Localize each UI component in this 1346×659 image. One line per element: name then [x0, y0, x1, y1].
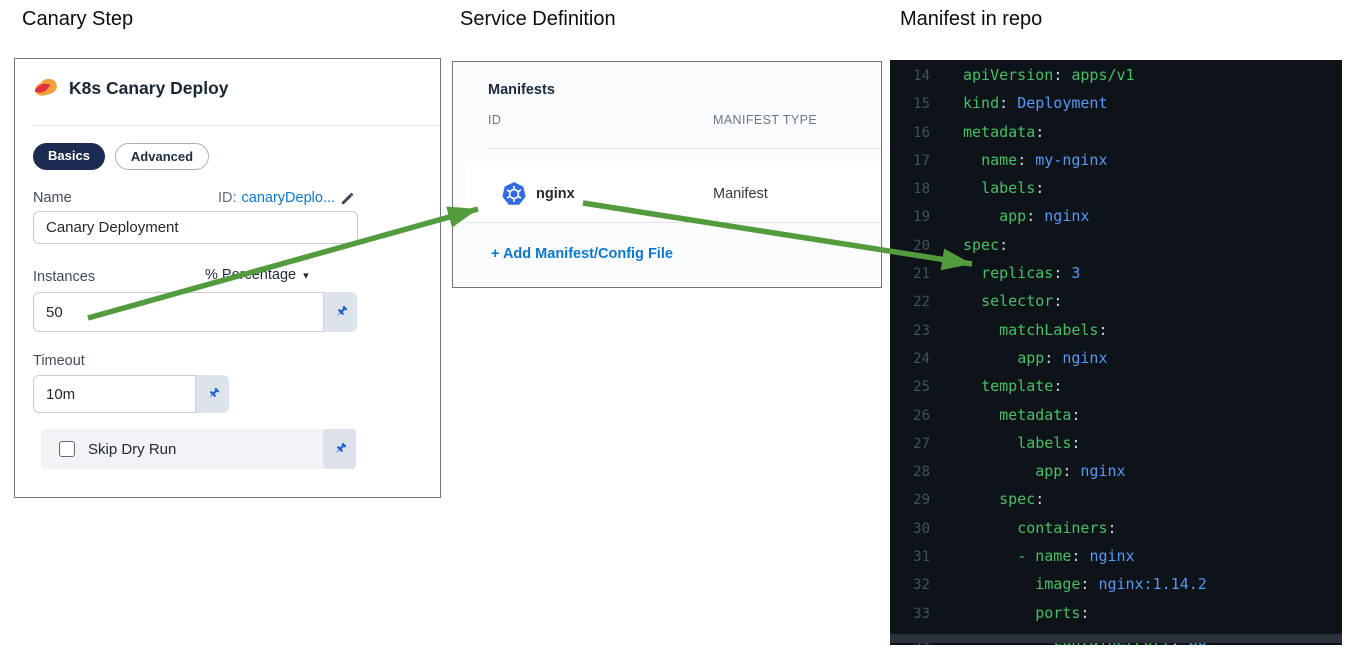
pencil-edit-icon[interactable]: [340, 191, 355, 206]
canary-step-panel: K8s Canary Deploy Basics Advanced Name I…: [14, 58, 441, 498]
instances-input[interactable]: [33, 292, 324, 332]
line-number: 15: [913, 96, 930, 113]
canary-step-title: Canary Step: [22, 8, 134, 30]
line-number: 22: [913, 294, 930, 311]
code-line: 28 app: nginx: [890, 458, 1342, 486]
kubernetes-icon: [502, 182, 526, 205]
line-number: 27: [913, 435, 930, 452]
line-number: 20: [913, 237, 930, 254]
column-header-manifest-type: MANIFEST TYPE: [713, 113, 818, 127]
timeout-runtime-pin-button[interactable]: [196, 375, 229, 413]
table-header-divider: [488, 148, 881, 149]
code-line: 32 image: nginx:1.14.2: [890, 571, 1342, 599]
manifest-id-value: nginx: [536, 186, 575, 202]
code-line: 31 - name: nginx: [890, 543, 1342, 571]
step-id-group: ID: canaryDeplo...: [218, 190, 355, 206]
pushpin-icon: [336, 305, 347, 317]
timeout-input-group: [33, 375, 229, 413]
step-title: K8s Canary Deploy: [69, 77, 229, 98]
code-line: 29 spec:: [890, 486, 1342, 514]
code-line: 17 name: my-nginx: [890, 147, 1342, 175]
name-label: Name: [33, 190, 72, 206]
code-line: 22 selector:: [890, 288, 1342, 316]
line-number: 32: [913, 577, 930, 594]
instances-unit-dropdown[interactable]: % Percentage ▾: [205, 267, 309, 283]
timeout-label: Timeout: [33, 353, 85, 369]
code-line: 26 metadata:: [890, 402, 1342, 430]
id-prefix-label: ID:: [218, 190, 237, 206]
code-line: 30 containers:: [890, 515, 1342, 543]
manifests-card-title: Manifests: [488, 82, 555, 98]
line-number: 29: [913, 492, 930, 509]
instances-input-group: [33, 292, 357, 332]
line-number: 33: [913, 605, 930, 622]
instances-unit-label: % Percentage: [205, 267, 297, 283]
line-number: 21: [913, 266, 930, 283]
pushpin-icon: [208, 387, 219, 399]
horizontal-scrollbar[interactable]: [890, 634, 1342, 643]
code-line: 19 app: nginx: [890, 203, 1342, 231]
instances-runtime-pin-button[interactable]: [324, 292, 357, 332]
line-number: 23: [913, 322, 930, 339]
manifest-type-value: Manifest: [713, 186, 768, 202]
caret-down-icon: ▾: [303, 269, 309, 282]
code-line: 25 template:: [890, 373, 1342, 401]
service-definition-title: Service Definition: [460, 8, 616, 30]
code-line: 18 labels:: [890, 175, 1342, 203]
manifest-in-repo-title: Manifest in repo: [900, 8, 1043, 30]
line-number: 18: [913, 181, 930, 198]
line-number: 19: [913, 209, 930, 226]
line-number: 31: [913, 549, 930, 566]
code-line: 33 ports:: [890, 600, 1342, 628]
line-number: 25: [913, 379, 930, 396]
name-input[interactable]: [33, 211, 358, 244]
line-number: 14: [913, 68, 930, 84]
skip-dry-run-checkbox[interactable]: [59, 441, 75, 457]
tab-basics[interactable]: Basics: [33, 143, 105, 170]
line-number: 24: [913, 350, 930, 367]
skip-dry-run-row: Skip Dry Run: [41, 429, 356, 469]
code-line: 27 labels:: [890, 430, 1342, 458]
line-number: 17: [913, 152, 930, 169]
manifest-row-nginx[interactable]: nginx Manifest: [466, 166, 881, 223]
code-line: 24 app: nginx: [890, 345, 1342, 373]
step-header: K8s Canary Deploy: [33, 77, 229, 99]
timeout-input[interactable]: [33, 375, 196, 413]
step-tabs: Basics Advanced: [33, 143, 210, 170]
line-number: 28: [913, 464, 930, 481]
skip-dry-run-runtime-pin-button[interactable]: [323, 429, 356, 469]
header-divider: [33, 125, 440, 126]
line-number: 30: [913, 520, 930, 537]
id-value-link[interactable]: canaryDeplo...: [241, 190, 336, 206]
tab-advanced[interactable]: Advanced: [114, 143, 210, 170]
instances-label: Instances: [33, 269, 96, 285]
line-number: 16: [913, 124, 930, 141]
skip-dry-run-label: Skip Dry Run: [88, 440, 177, 458]
canary-bird-icon: [34, 78, 57, 96]
add-manifest-link[interactable]: + Add Manifest/Config File: [491, 246, 673, 262]
line-number: 26: [913, 407, 930, 424]
code-line: 23 matchLabels:: [890, 317, 1342, 345]
pushpin-icon: [335, 442, 346, 454]
code-line: 21 replicas: 3: [890, 260, 1342, 288]
column-header-id: ID: [488, 113, 502, 127]
service-definition-panel: Manifests ID MANIFEST TYPE nginx Manifes…: [452, 61, 882, 288]
